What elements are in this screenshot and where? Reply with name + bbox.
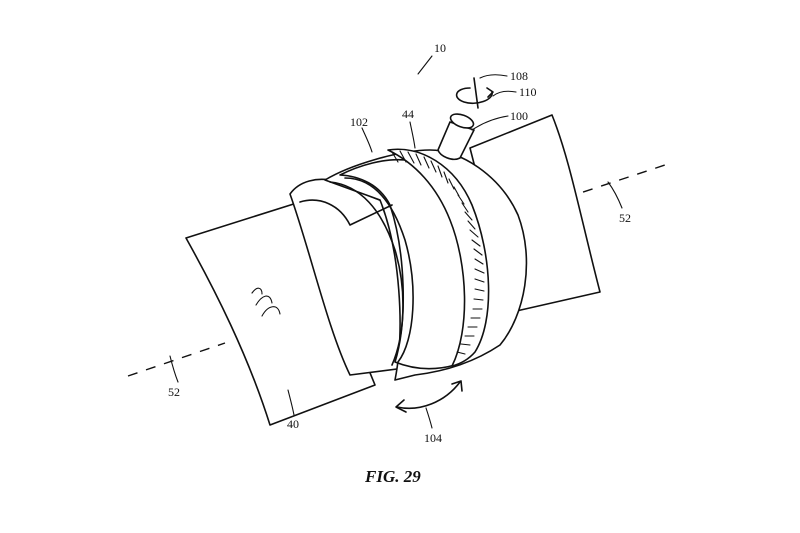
- label-rotation-arrow-small: 110: [519, 85, 537, 99]
- ring-inner-edge: [344, 177, 414, 363]
- label-ring-body: 44: [402, 107, 414, 121]
- surface-mark: [255, 295, 273, 306]
- leader-52-right: [607, 181, 623, 209]
- leader-10: [417, 55, 433, 75]
- tube-cap-edge: [299, 199, 393, 226]
- leader-40: [287, 389, 295, 416]
- leader-100: [471, 115, 509, 131]
- leader-102: [361, 127, 373, 153]
- figure-caption: FIG. 29: [364, 467, 421, 486]
- label-assembly: 10: [434, 41, 446, 55]
- large-rotation-arrow: [396, 381, 461, 409]
- knob-top: [449, 113, 475, 129]
- label-knob: 100: [510, 109, 528, 123]
- leader-44: [409, 121, 416, 149]
- leader-52-left: [169, 355, 179, 383]
- small-rotation-arrow: [455, 87, 493, 105]
- label-tube: 40: [287, 417, 299, 431]
- large-rotation-arrow-head-b: [451, 380, 463, 392]
- surface-mark: [251, 287, 263, 295]
- label-rotation-axis-small: 108: [510, 69, 528, 83]
- leader-104: [425, 407, 433, 429]
- small-axis-line: [473, 77, 479, 109]
- knurl-ticks: [391, 150, 485, 355]
- large-rotation-arrow-head-a: [395, 399, 407, 413]
- label-axis-left: 52: [168, 385, 180, 399]
- surface-mark: [261, 306, 281, 317]
- label-axis-right: 52: [619, 211, 631, 225]
- leader-108: [479, 74, 508, 79]
- leader-110: [492, 90, 517, 97]
- front-tube: [185, 201, 376, 426]
- small-rotation-arrow-head: [486, 87, 494, 98]
- axis-line-left: [127, 342, 226, 377]
- knob-body: [437, 121, 475, 161]
- ring-inner-edge-2: [329, 181, 404, 366]
- label-rotation-arrow-large: 104: [424, 431, 442, 445]
- label-ring-edge: 102: [350, 115, 368, 129]
